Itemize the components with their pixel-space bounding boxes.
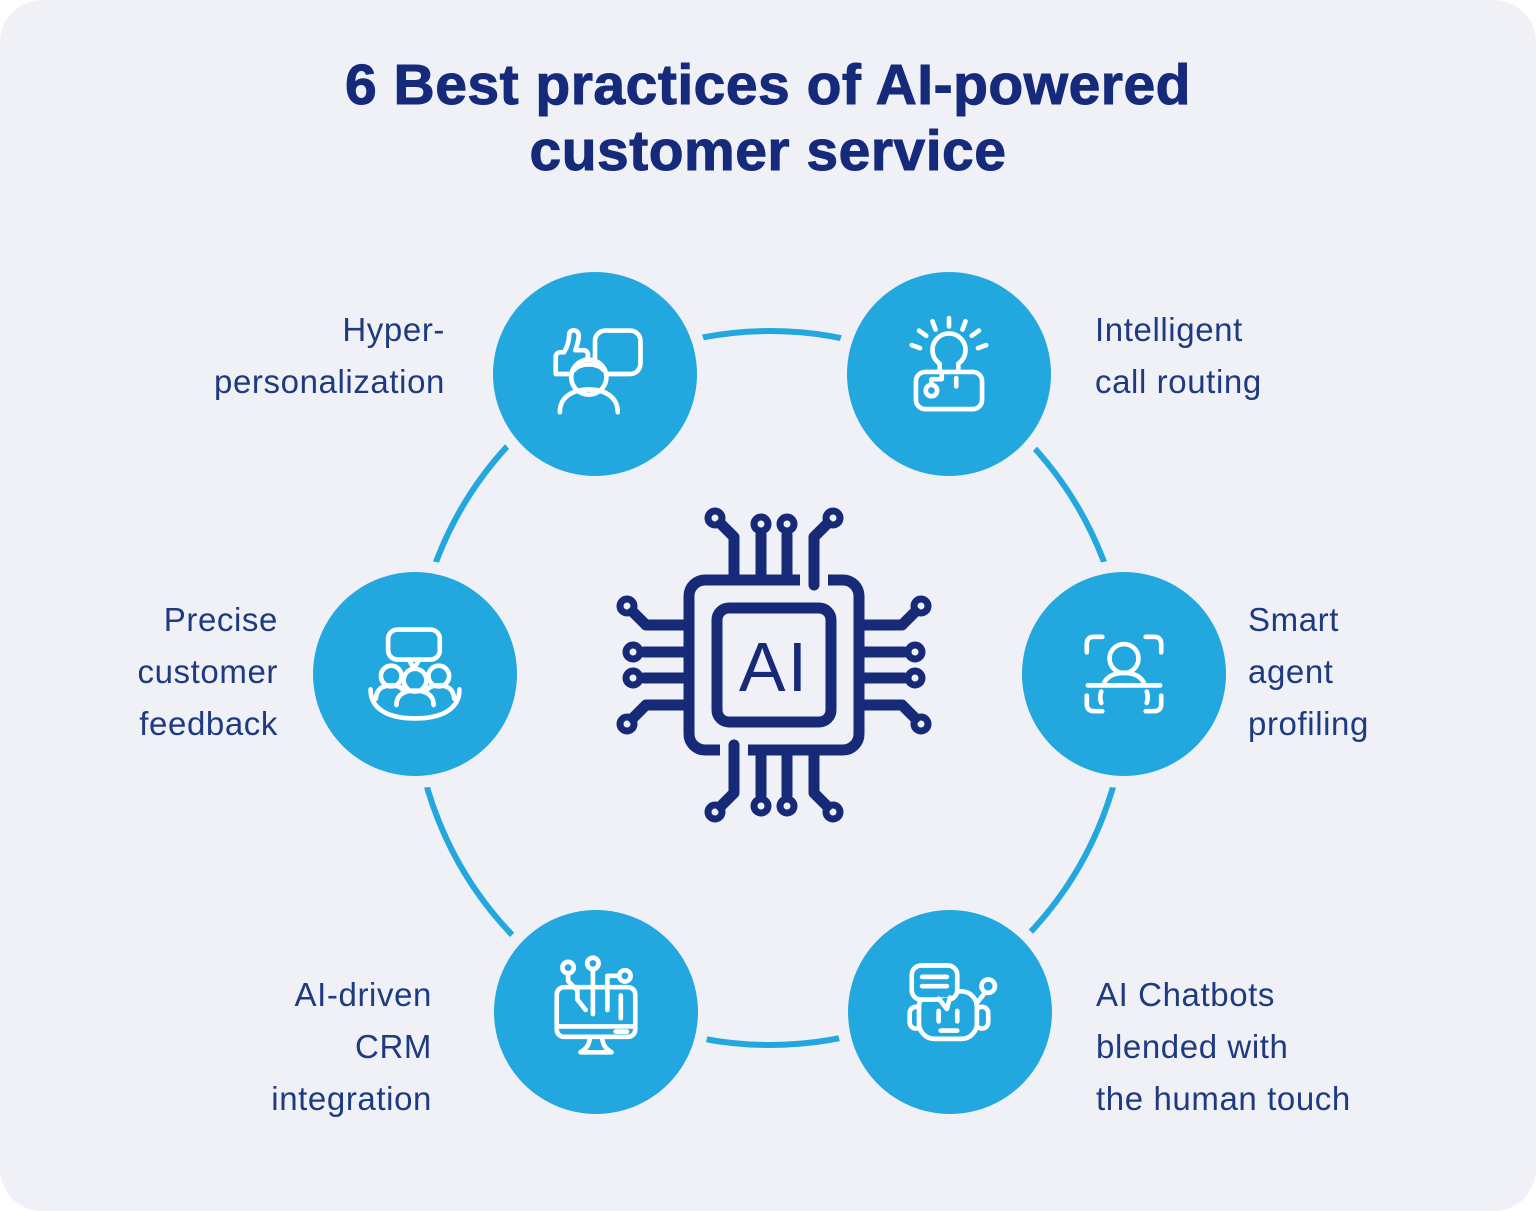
- ai-chip-icon: AI: [616, 507, 932, 823]
- label-line: Hyper-: [342, 311, 445, 348]
- label-line: the human touch: [1096, 1080, 1351, 1117]
- label-line: profiling: [1248, 705, 1369, 742]
- practice-label-ai-chatbots: AI Chatbots blended with the human touch: [1096, 969, 1351, 1125]
- chatbot-robot-icon: [907, 963, 998, 1042]
- infographic-title: 6 Best practices of AI-powered customer …: [0, 52, 1536, 184]
- people-feedback-icon: [368, 627, 462, 721]
- label-line: integration: [271, 1080, 432, 1117]
- label-line: customer: [137, 653, 278, 690]
- thumbs-up-chat-person-icon: [553, 328, 643, 415]
- lightbulb-routing-icon: [909, 315, 989, 412]
- label-line: Intelligent: [1095, 311, 1243, 348]
- practice-node-crm-integration: [494, 910, 698, 1114]
- label-line: Precise: [163, 601, 278, 638]
- label-line: call routing: [1095, 363, 1262, 400]
- practice-label-smart-agent-profiling: Smart agent profiling: [1248, 594, 1369, 750]
- practice-node-ai-chatbots: [848, 910, 1052, 1114]
- practice-label-intelligent-call-routing: Intelligent call routing: [1095, 304, 1262, 408]
- label-line: Smart: [1248, 601, 1340, 638]
- label-line: AI-driven: [294, 976, 432, 1013]
- label-line: CRM: [355, 1028, 432, 1065]
- title-line-1: 6 Best practices of AI-powered: [345, 53, 1191, 118]
- practice-node-hyper-personalization: [493, 272, 697, 476]
- label-line: personalization: [214, 363, 445, 400]
- practice-label-hyper-personalization: Hyper- personalization: [214, 304, 445, 408]
- practice-label-crm-integration: AI-driven CRM integration: [271, 969, 432, 1125]
- chip-label: AI: [739, 628, 809, 706]
- title-line-2: customer service: [529, 119, 1007, 184]
- practice-node-customer-feedback: [313, 572, 517, 776]
- practice-node-intelligent-call-routing: [847, 272, 1051, 476]
- label-line: blended with: [1096, 1028, 1289, 1065]
- practice-node-smart-agent-profiling: [1022, 572, 1226, 776]
- label-line: AI Chatbots: [1096, 976, 1276, 1013]
- practice-label-customer-feedback: Precise customer feedback: [137, 594, 278, 750]
- label-line: feedback: [139, 705, 278, 742]
- agent-face-scan-icon: [1084, 634, 1164, 714]
- label-line: agent: [1248, 653, 1334, 690]
- crm-monitor-circuit-icon: [554, 955, 638, 1055]
